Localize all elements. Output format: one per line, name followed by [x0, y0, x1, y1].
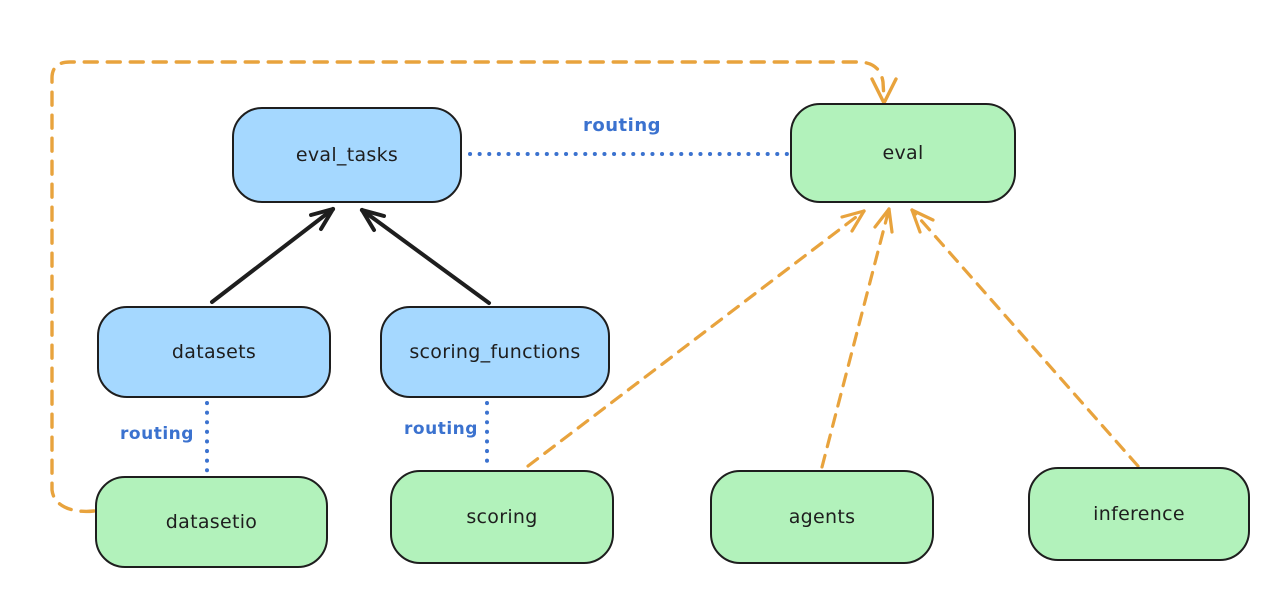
node-eval: eval — [790, 103, 1016, 203]
node-datasetio-label: datasetio — [165, 511, 258, 533]
edge-agents-to-eval — [820, 207, 894, 469]
node-inference: inference — [1028, 467, 1250, 561]
node-agents-label: agents — [788, 506, 856, 528]
node-datasetio: datasetio — [95, 476, 328, 568]
routing-label-datasets-datasetio: routing — [120, 424, 194, 444]
routing-label-scoring-functions-scoring: routing — [404, 419, 478, 439]
node-eval-label: eval — [882, 142, 924, 164]
node-scoring-functions-label: scoring_functions — [409, 341, 581, 363]
node-eval-tasks: eval_tasks — [232, 107, 462, 203]
edge-scoring-to-eval — [526, 209, 866, 468]
node-scoring: scoring — [390, 470, 614, 564]
edge-datasetio-to-eval — [50, 60, 898, 514]
node-scoring-functions: scoring_functions — [380, 306, 610, 398]
node-inference-label: inference — [1093, 503, 1185, 525]
routing-label-eval-tasks-eval: routing — [582, 115, 662, 136]
edge-datasets-to-eval-tasks — [210, 207, 335, 304]
node-agents: agents — [710, 470, 934, 564]
edge-inference-to-eval — [910, 208, 1140, 468]
node-scoring-label: scoring — [466, 506, 538, 528]
node-datasets-label: datasets — [171, 341, 257, 363]
edge-scoring-functions-to-eval-tasks — [360, 208, 491, 305]
node-eval-tasks-label: eval_tasks — [295, 144, 399, 166]
node-datasets: datasets — [97, 306, 331, 398]
